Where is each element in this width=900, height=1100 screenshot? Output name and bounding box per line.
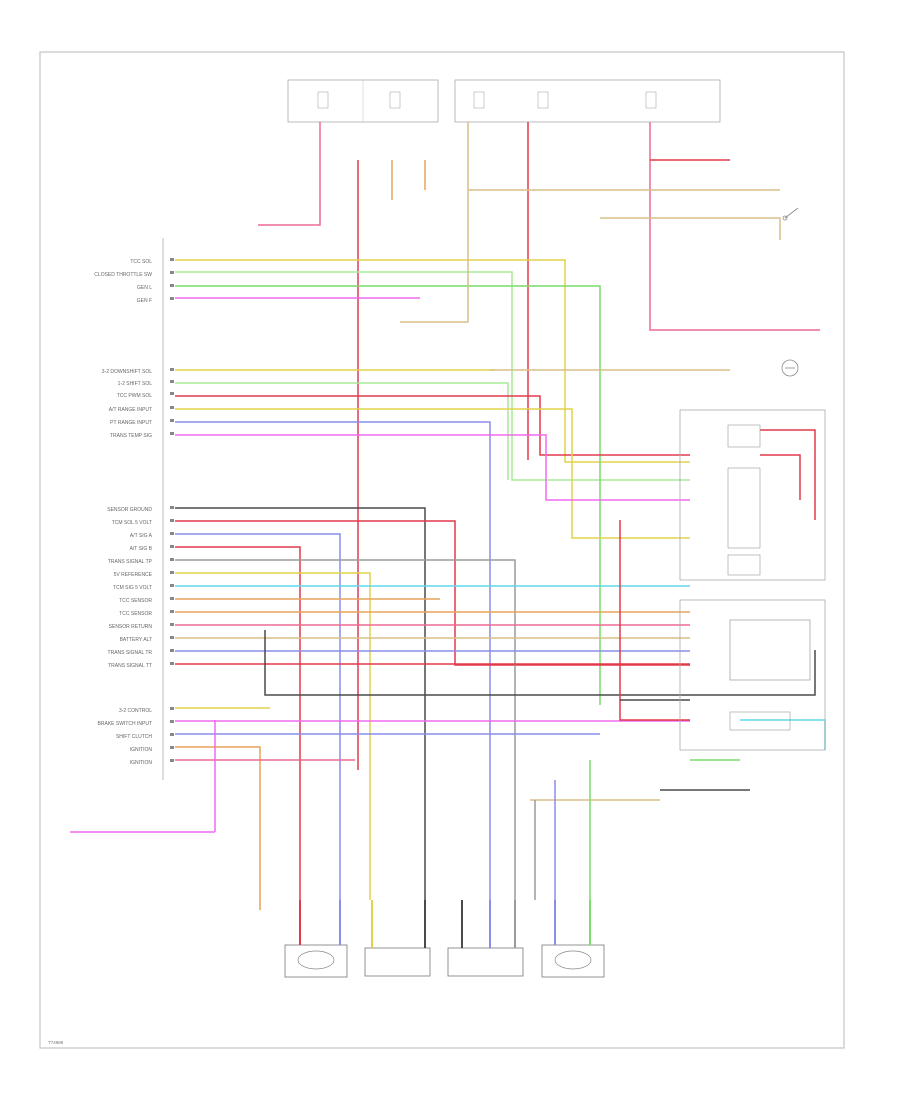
pcm-pin-labels: TCC SOL CLOSED THROTTLE SW GEN L GEN F 3… bbox=[94, 259, 152, 766]
pcm-label: IGNITION bbox=[130, 760, 153, 766]
sensor-connector-2 bbox=[364, 947, 431, 977]
pcm-label: TCC SENSOR bbox=[119, 611, 152, 617]
pcm-label: TRANS SIGNAL TR bbox=[108, 650, 153, 656]
pcm-pin-ticks bbox=[170, 258, 174, 762]
pcm-label: BATTERY ALT bbox=[120, 637, 152, 643]
pcm-label: 5V REFERENCE bbox=[114, 572, 153, 578]
sensor-connector-3 bbox=[447, 947, 524, 977]
pcm-label: TCM SIG 5 VOLT bbox=[113, 585, 152, 591]
pcm-label: PT RANGE INPUT bbox=[110, 420, 152, 426]
pcm-label: A/T SIG B bbox=[130, 546, 153, 552]
pcm-label: TCC SENSOR bbox=[119, 598, 152, 604]
pcm-label: A/T RANGE INPUT bbox=[109, 407, 152, 413]
pcm-label: SENSOR GROUND bbox=[107, 507, 152, 513]
pcm-label: TCM SOL 5 VOLT bbox=[112, 520, 152, 526]
transfer-case-module bbox=[679, 599, 826, 751]
sensor-connector-1 bbox=[284, 944, 348, 978]
pcm-label: TCC PWM SOL bbox=[117, 393, 152, 399]
pcm-label: 3-2 CONTROL bbox=[119, 708, 152, 714]
pcm-label: 1-2 SHIFT SOL bbox=[118, 381, 153, 387]
pcm-label: BRAKE SWITCH INPUT bbox=[98, 721, 152, 727]
fuse-block-right bbox=[454, 79, 721, 123]
diagram-code: T74989 bbox=[48, 1040, 64, 1045]
sensor-connector-4 bbox=[541, 944, 605, 978]
instrument-cluster-box bbox=[679, 409, 826, 581]
pcm-label: IGNITION bbox=[130, 747, 153, 753]
switch-symbol bbox=[781, 207, 799, 377]
pcm-label: TRANS TEMP SIG bbox=[110, 433, 152, 439]
wires bbox=[70, 122, 826, 910]
pcm-label: GEN L bbox=[137, 285, 152, 291]
connector-leads bbox=[299, 900, 591, 948]
pcm-label: SENSOR RETURN bbox=[109, 624, 153, 630]
pcm-label: CLOSED THROTTLE SW bbox=[94, 272, 152, 278]
pcm-label: TRANS SIGNAL TT bbox=[108, 663, 152, 669]
diagram-frame bbox=[39, 51, 845, 1049]
pcm-label: SHIFT CLUTCH bbox=[116, 734, 152, 740]
pcm-label: TRANS SIGNAL TP bbox=[108, 559, 153, 565]
pcm-label: TCC SOL bbox=[130, 259, 152, 265]
pcm-label: GEN F bbox=[137, 298, 152, 304]
fuse-block-left bbox=[287, 79, 439, 123]
pcm-label: 3-2 DOWNSHIFT SOL bbox=[102, 369, 152, 375]
pcm-label: A/T SIG A bbox=[130, 533, 153, 539]
